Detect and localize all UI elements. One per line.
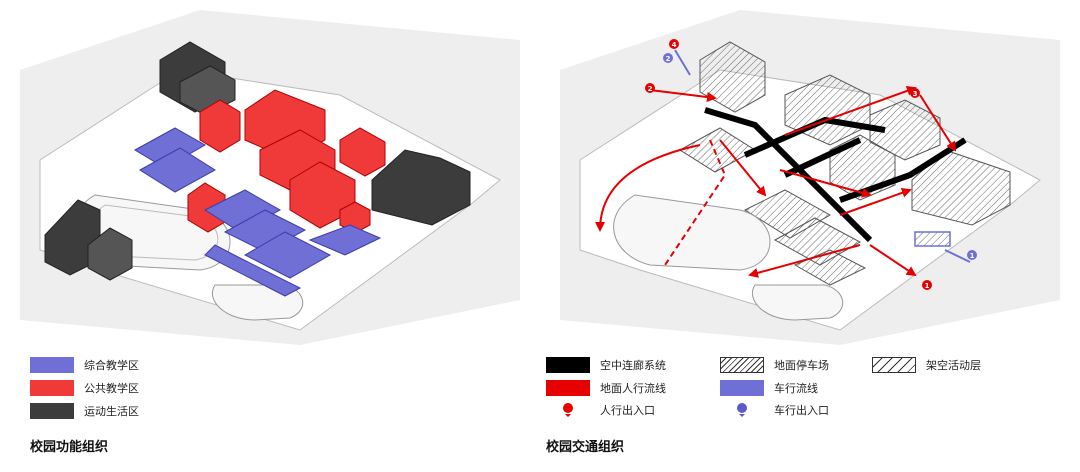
legend-swatch — [720, 380, 764, 396]
marker-label: 2 — [648, 85, 653, 93]
ped-entrance-icon — [645, 83, 655, 93]
pedestrian-flows — [595, 86, 957, 278]
legend-item-pedestrian: 地面人行流线 — [546, 380, 666, 396]
ped-entrance-icon — [922, 280, 932, 290]
legend-label: 车行出入口 — [774, 404, 829, 417]
red-pin-icon — [546, 402, 590, 418]
legend-label: 综合教学区 — [84, 359, 139, 372]
legend-swatch — [30, 380, 74, 396]
marker-label: 2 — [666, 55, 671, 63]
legend-item-vehicle: 车行流线 — [720, 380, 818, 396]
ped-entrance-icon — [669, 39, 679, 49]
traffic-caption: 校园交通组织 — [546, 440, 625, 455]
marker-label: 1 — [970, 252, 975, 260]
legend-swatch — [30, 357, 74, 373]
legend-item-parking: 地面停车场 — [720, 357, 829, 373]
ped-entrance-icon — [910, 88, 920, 98]
blue-pin-icon — [720, 402, 764, 418]
function-panel: 综合教学区 公共教学区 运动生活区 校园功能组织 — [20, 10, 520, 455]
legend-swatch — [30, 403, 74, 419]
legend-label: 公共教学区 — [84, 382, 139, 395]
traffic-axonometric: 3 2 4 2 1 1 — [560, 10, 1060, 345]
vehicle-flow — [674, 49, 691, 76]
legend-item-overhead: 架空活动层 — [872, 357, 981, 373]
legend-label: 架空活动层 — [926, 359, 981, 372]
legend-label: 车行流线 — [774, 382, 818, 395]
legend-item-sport-life: 运动生活区 — [30, 403, 139, 419]
traffic-panel: 3 2 4 2 1 1 空中连廊系统 地面人行流线 人行出入口 — [540, 0, 1080, 472]
entrance-markers: 3 2 4 2 1 1 — [645, 39, 977, 290]
sport-life-buildings — [44, 41, 471, 281]
legend-swatch — [720, 357, 764, 373]
legend-item-ped-entrance: 人行出入口 — [546, 402, 655, 418]
function-axonometric — [20, 10, 520, 345]
legend-label: 空中连廊系统 — [600, 359, 666, 372]
legend-swatch — [872, 357, 916, 373]
legend-swatch — [546, 357, 590, 373]
marker-label: 3 — [913, 90, 918, 98]
legend-item-veh-entrance: 车行出入口 — [720, 402, 829, 418]
legend-label: 人行出入口 — [600, 404, 655, 417]
legend-item-corridor: 空中连廊系统 — [546, 357, 666, 373]
function-caption: 校园功能组织 — [30, 440, 109, 455]
legend-item-public: 公共教学区 — [30, 380, 139, 396]
running-track — [613, 194, 843, 321]
legend-label: 地面人行流线 — [600, 382, 666, 395]
veh-entrance-icon — [967, 250, 977, 260]
legend-label: 运动生活区 — [84, 405, 139, 418]
pedestrian-dashed-flow — [664, 139, 727, 266]
comprehensive-teaching-buildings — [133, 127, 382, 297]
public-teaching-buildings — [187, 89, 386, 234]
legend-item-comprehensive: 综合教学区 — [30, 357, 139, 373]
marker-label: 1 — [925, 282, 930, 290]
veh-entrance-icon — [663, 53, 673, 63]
marker-label: 4 — [672, 41, 677, 49]
vehicle-flow — [944, 249, 971, 263]
legend-swatch — [546, 380, 590, 396]
parking-lot — [914, 231, 951, 247]
legend-label: 地面停车场 — [774, 359, 829, 372]
